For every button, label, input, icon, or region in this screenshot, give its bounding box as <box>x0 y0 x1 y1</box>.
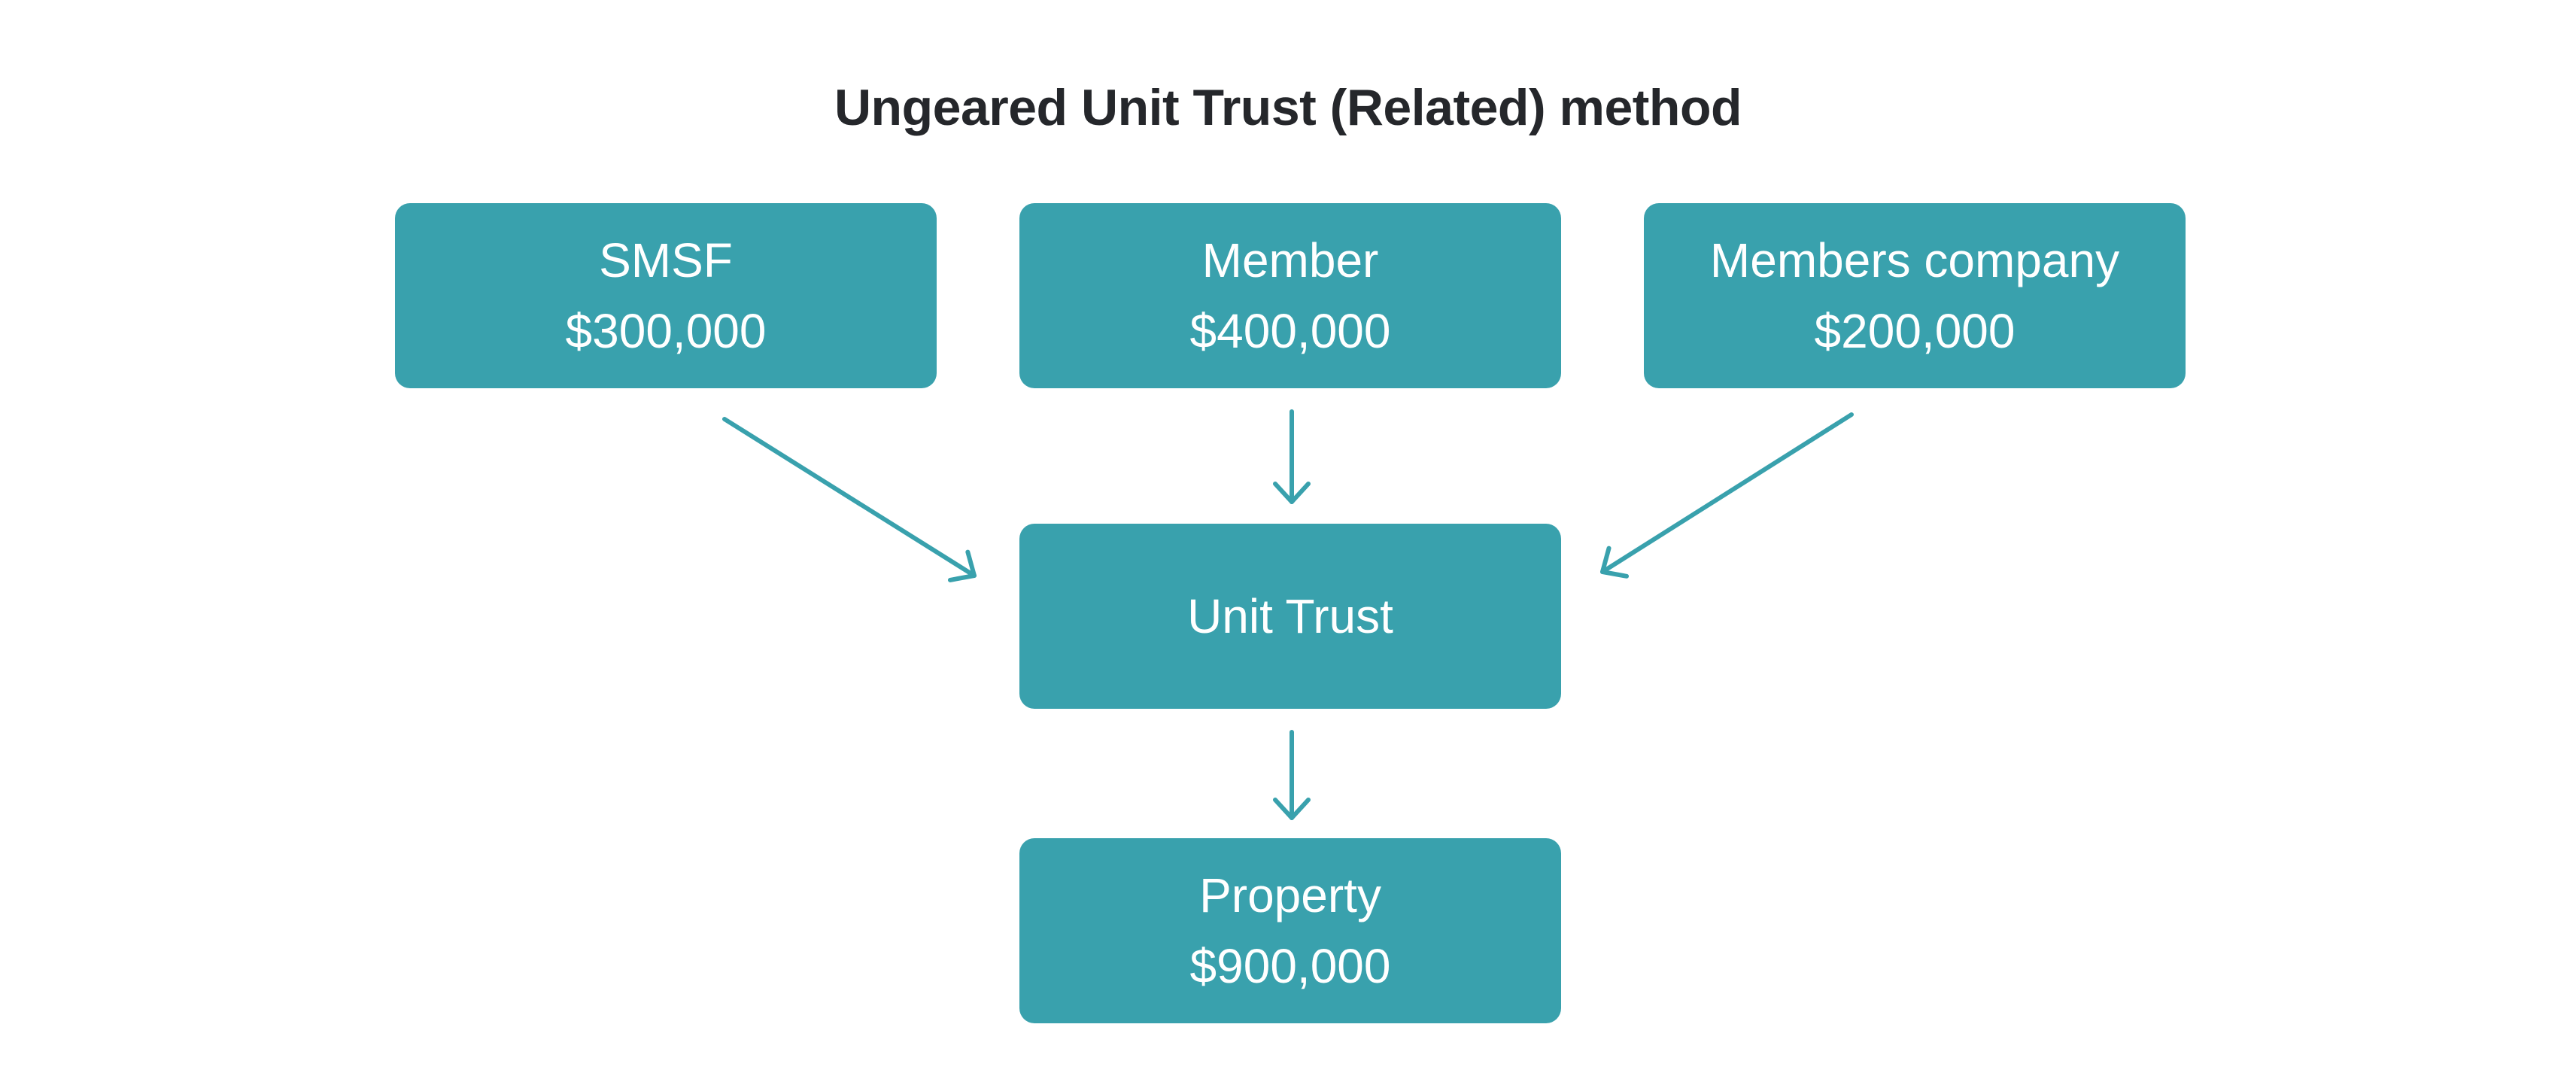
node-label: Members company <box>1709 233 2120 287</box>
node-label: Member <box>1201 233 1379 287</box>
node-label: SMSF <box>599 233 733 287</box>
node-amount: $900,000 <box>1189 939 1391 993</box>
node-label: Property <box>1199 868 1381 922</box>
node-member: Member $400,000 <box>1019 203 1561 388</box>
node-property: Property $900,000 <box>1019 838 1561 1023</box>
edge-members-company-to-unit-trust-arrow <box>1600 412 1854 579</box>
node-unit-trust: Unit Trust <box>1019 524 1561 709</box>
node-amount: $200,000 <box>1814 304 2016 358</box>
node-amount: $400,000 <box>1189 304 1391 358</box>
diagram-title: Ungeared Unit Trust (Related) method <box>834 79 1742 136</box>
node-label: Unit Trust <box>1187 589 1393 643</box>
edge-smsf-to-unit-trust-arrow <box>722 417 977 582</box>
node-members-company: Members company $200,000 <box>1644 203 2186 388</box>
node-smsf: SMSF $300,000 <box>395 203 937 388</box>
node-amount: $300,000 <box>565 304 767 358</box>
